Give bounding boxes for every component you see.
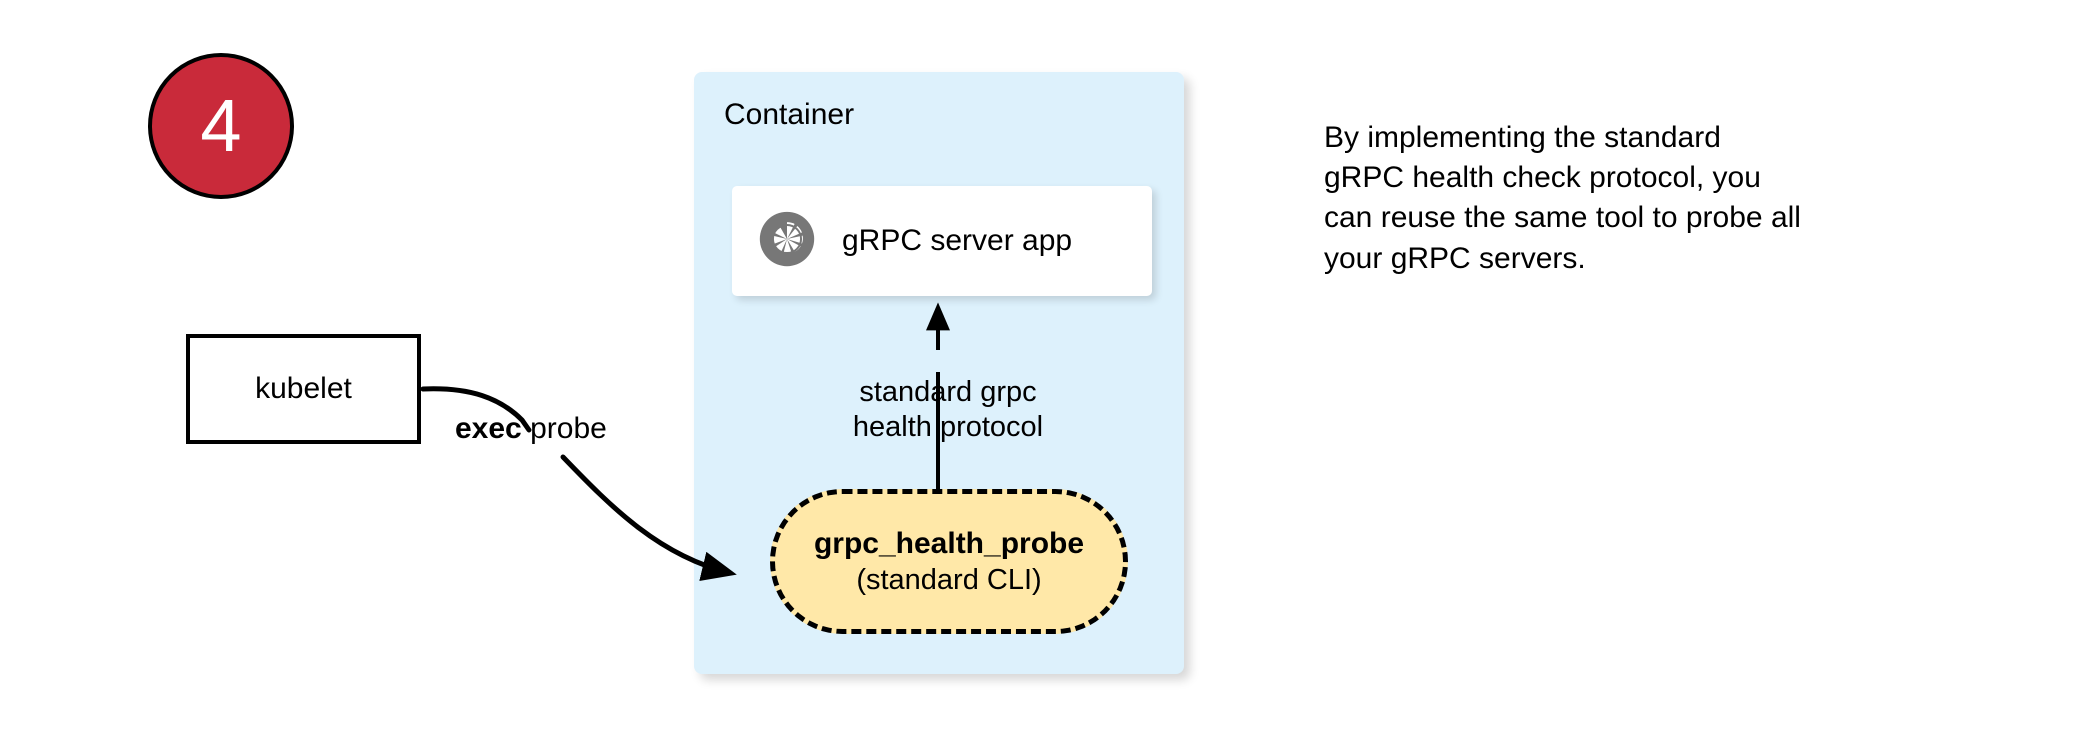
exec-probe-rest-text: probe [521, 412, 607, 445]
grpc-aperture-icon [758, 210, 816, 273]
grpc-health-probe-node: grpc_health_probe (standard CLI) [770, 489, 1128, 634]
note-line-1: By implementing the standard [1324, 121, 1721, 154]
protocol-edge-label: standard grpc health protocol [832, 375, 1064, 446]
protocol-line-2: health protocol [852, 411, 1044, 444]
note-line-4: your gRPC servers. [1324, 241, 1586, 275]
probe-subtitle: (standard CLI) [856, 564, 1042, 597]
probe-title: grpc_health_probe [813, 526, 1085, 560]
kubelet-node: kubelet [186, 334, 421, 444]
note-line-3: can reuse the same tool to probe all [1324, 201, 1801, 235]
step-number-label: 4 [200, 84, 242, 167]
exec-probe-bold-text: exec [455, 412, 522, 445]
grpc-server-app-card: gRPC server app [732, 186, 1152, 296]
step-number-badge: 4 [148, 53, 294, 199]
explanatory-note: By implementing the standard gRPC health… [1324, 118, 1894, 279]
kubelet-label: kubelet [255, 372, 352, 405]
grpc-server-app-label: gRPC server app [842, 224, 1073, 257]
note-line-2: gRPC health check protocol, you [1324, 161, 1761, 195]
exec-probe-edge-label: exec probe [455, 412, 607, 446]
protocol-line-1: standard grpc [859, 376, 1037, 408]
container-title: Container [724, 98, 855, 131]
